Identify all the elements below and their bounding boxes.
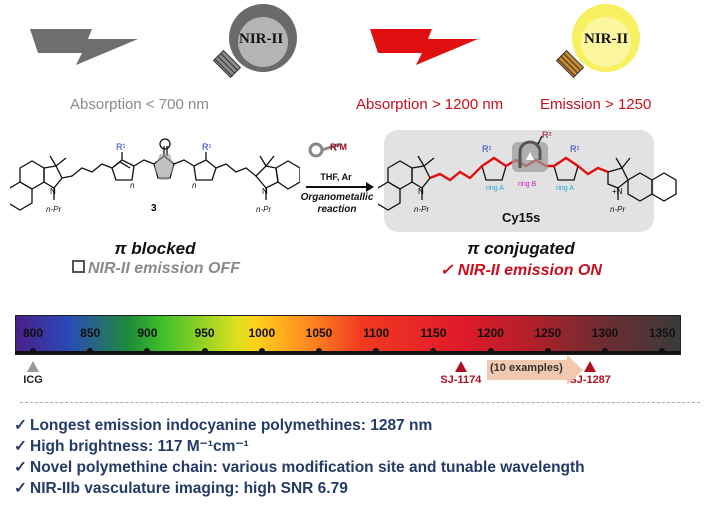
tick-mark xyxy=(258,348,265,354)
tick-label: 1300 xyxy=(591,326,619,340)
examples-arrowhead xyxy=(567,355,583,385)
svg-text:R¹: R¹ xyxy=(482,144,492,154)
svg-text:N: N xyxy=(262,187,268,196)
right-state-sub: ✓ NIR-II emission ON xyxy=(440,262,602,279)
gray-bulb-icon: NIR-II xyxy=(205,2,313,82)
reagent-label: R²M xyxy=(330,142,347,152)
red-lightning-icon xyxy=(370,29,478,65)
svg-text:n-Pr: n-Pr xyxy=(414,205,429,214)
marker-triangle xyxy=(454,361,467,372)
product-name: Cy15s xyxy=(502,210,541,225)
tick-mark xyxy=(659,348,666,354)
bulb-right-label: NIR-II xyxy=(584,31,629,47)
emission-right-text: Emission > 1250 xyxy=(540,96,652,113)
divider xyxy=(20,402,700,403)
marker-triangle xyxy=(27,361,39,372)
gray-lightning-icon xyxy=(30,29,138,65)
reaction-arrow xyxy=(306,186,368,188)
left-state-title: π blocked xyxy=(114,239,196,258)
svg-text:+N: +N xyxy=(612,187,623,196)
bullet-item: ✓High brightness: 117 M⁻¹cm⁻¹ xyxy=(14,438,249,455)
tick-mark xyxy=(544,348,551,354)
bulb-left-label: NIR-II xyxy=(239,31,284,47)
svg-text:N: N xyxy=(50,187,56,196)
tick-mark xyxy=(430,348,437,354)
svg-text:n: n xyxy=(192,181,197,190)
check-icon: ✓ xyxy=(14,459,27,476)
unchecked-box-icon xyxy=(71,260,85,273)
right-state-title: π conjugated xyxy=(467,239,575,258)
tick-mark xyxy=(87,348,94,354)
marker-label: ICG xyxy=(23,374,43,386)
svg-text:N: N xyxy=(418,187,424,196)
marker-label: SJ-1174 xyxy=(440,374,482,386)
tick-label: 1250 xyxy=(534,326,562,340)
reaction-type-line1: Organometallic xyxy=(300,192,374,203)
check-icon: ✓ xyxy=(14,480,27,497)
bullet-list: ✓Longest emission indocyanine polymethin… xyxy=(14,415,585,499)
bullet-item: ✓Novel polymethine chain: various modifi… xyxy=(14,459,585,476)
tick-label: 1350 xyxy=(648,326,676,340)
tick-mark xyxy=(487,348,494,354)
compound-number: 3 xyxy=(151,203,157,214)
tick-label: 1050 xyxy=(305,326,333,340)
check-icon: ✓ xyxy=(14,417,27,434)
absorption-left-text: Absorption < 700 nm xyxy=(70,96,209,113)
spectrum-bar xyxy=(15,315,681,355)
tick-label: 1000 xyxy=(248,326,276,340)
tick-label: 1150 xyxy=(420,326,447,340)
tick-mark xyxy=(373,348,380,354)
tick-mark xyxy=(144,348,151,354)
examples-arrow xyxy=(487,360,567,380)
check-icon: ✓ xyxy=(440,262,454,279)
svg-text:R²: R² xyxy=(542,130,552,140)
svg-text:n-Pr: n-Pr xyxy=(256,205,271,214)
svg-text:R¹: R¹ xyxy=(202,142,212,152)
tick-mark xyxy=(602,348,608,354)
cy15s-structure: R² R¹ R¹ ring A ring B ring A n-Pr n-Pr … xyxy=(378,130,677,214)
left-state-sub: NIR-II emission OFF xyxy=(36,260,276,278)
tick-mark xyxy=(30,348,36,354)
marker-triangle xyxy=(584,361,597,372)
svg-text:n-Pr: n-Pr xyxy=(46,205,61,214)
tick-label: 850 xyxy=(80,326,101,340)
spectrum-baseline xyxy=(15,351,680,354)
tick-label: 900 xyxy=(137,326,158,340)
svg-text:R¹: R¹ xyxy=(570,144,580,154)
key-icon xyxy=(308,142,341,158)
svg-text:ring A: ring A xyxy=(556,185,574,192)
svg-text:R¹: R¹ xyxy=(116,142,126,152)
check-icon: ✓ xyxy=(14,438,27,455)
reaction-type-line2: reaction xyxy=(317,204,357,215)
yellow-bulb-icon: NIR-II xyxy=(548,2,656,82)
examples-label: (10 examples) xyxy=(490,362,563,374)
tick-mark xyxy=(201,348,208,354)
tick-label: 1100 xyxy=(363,326,390,340)
reaction-arrowhead xyxy=(366,182,374,192)
svg-text:ring B: ring B xyxy=(518,181,537,188)
tick-mark xyxy=(316,348,322,354)
svg-text:ring A: ring A xyxy=(486,185,504,192)
svg-text:n-Pr: n-Pr xyxy=(610,205,625,214)
absorption-right-text: Absorption > 1200 nm xyxy=(356,96,504,113)
conditions-label: THF, Ar xyxy=(320,172,352,182)
compound-3-structure: R¹ R¹ n n n-Pr n-Pr N N xyxy=(10,138,300,214)
tick-label: 1200 xyxy=(477,326,504,340)
tick-label: 950 xyxy=(194,326,215,340)
bullet-item: ✓NIR-IIb vasculature imaging: high SNR 6… xyxy=(14,480,348,497)
tick-label: 800 xyxy=(22,326,44,340)
svg-text:n: n xyxy=(130,181,135,190)
bullet-item: ✓Longest emission indocyanine polymethin… xyxy=(14,417,433,434)
